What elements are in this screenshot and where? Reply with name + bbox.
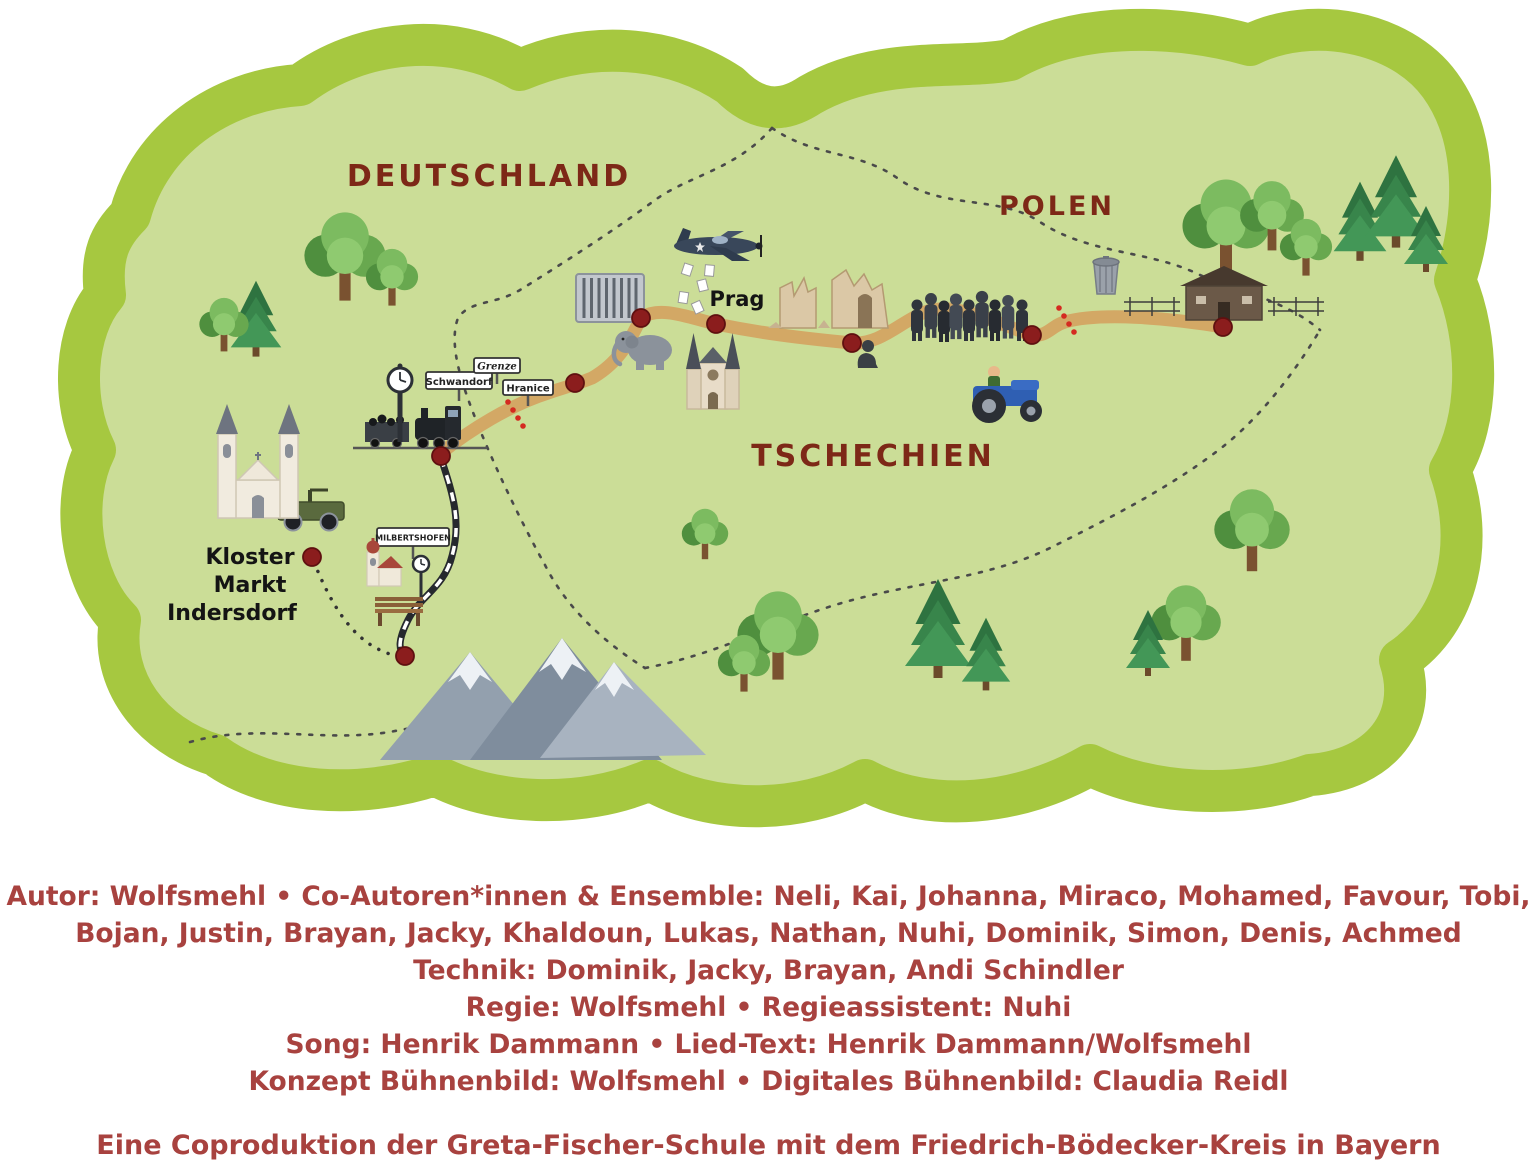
label-prag: Prag (710, 287, 765, 311)
steam-train-icon (353, 406, 487, 450)
ruins-icon (768, 268, 889, 329)
prague-church-icon (686, 333, 740, 410)
waypoint (302, 547, 322, 567)
label-kloster-line2: Markt (214, 573, 287, 598)
camp-fence-icon (575, 273, 645, 323)
credits-line-3: Technik: Dominik, Jacky, Brayan, Andi Sc… (413, 955, 1124, 986)
credits-line-5: Song: Henrik Dammann • Lied-Text: Henrik… (285, 1029, 1252, 1060)
street-clock-icon (411, 554, 431, 602)
label-kloster-markt-indersdorf: Kloster Markt Indersdorf (167, 545, 297, 626)
leaflets-icon (677, 262, 715, 315)
waypoint (631, 308, 651, 328)
label-tschechien: TSCHECHIEN (751, 439, 995, 474)
barbed-wire-icon (1124, 297, 1324, 316)
village-church-icon (366, 538, 403, 587)
credits-line-1: Autor: Wolfsmehl • Co-Autoren*innen & En… (6, 881, 1531, 912)
mountains-icon (380, 638, 706, 760)
trash-can-icon (1092, 256, 1120, 295)
grenze-sign-label: Grenze (477, 362, 516, 373)
bench-icon (375, 597, 423, 626)
railway-track (396, 456, 460, 659)
label-kloster-line1: Kloster (205, 545, 294, 570)
waypoint (1022, 325, 1042, 345)
station-clock-icon (386, 363, 414, 442)
map-landmass (58, 8, 1495, 828)
waypoint (842, 333, 862, 353)
label-kloster-line3: Indersdorf (167, 601, 297, 626)
border-crossing-markers (505, 305, 1077, 429)
credits-line-4: Regie: Wolfsmehl • Regieassistent: Nuhi (465, 992, 1072, 1023)
grenze-sign: Grenze (473, 357, 521, 384)
credits-block: Autor: Wolfsmehl • Co-Autoren*innen & En… (0, 878, 1537, 1164)
waypoint (395, 646, 415, 666)
waypoints (302, 308, 1233, 666)
monastery-church-icon (216, 404, 300, 519)
fighter-plane-icon (674, 228, 763, 261)
elephant-icon (611, 331, 672, 370)
tractor-icon (972, 366, 1042, 423)
credits-line-6: Konzept Bühnenbild: Wolfsmehl • Digitale… (248, 1066, 1289, 1097)
credits-line-2: Bojan, Justin, Brayan, Jacky, Khaldoun, … (75, 918, 1462, 949)
map-illustration: Schwandorf Grenze Hranice (58, 8, 1495, 828)
barracks-icon (1124, 266, 1324, 321)
waypoint (706, 314, 726, 334)
schwandorf-sign-label: Schwandorf (426, 377, 493, 388)
milbertshofen-sign: MILBERTSHOFEN (375, 527, 451, 559)
hranice-sign: Hranice (502, 379, 554, 406)
waypoint (431, 446, 451, 466)
schwandorf-sign: Schwandorf (425, 371, 493, 401)
label-polen: POLEN (999, 191, 1115, 222)
hranice-sign-label: Hranice (506, 384, 550, 395)
waypoint (1213, 317, 1233, 337)
milbertshofen-sign-label: MILBERTSHOFEN (375, 534, 451, 543)
coproduction-footer: Eine Coproduktion der Greta-Fischer-Schu… (96, 1130, 1441, 1161)
sitting-figure-icon (857, 340, 878, 368)
waypoint (565, 373, 585, 393)
label-deutschland: DEUTSCHLAND (347, 159, 631, 194)
